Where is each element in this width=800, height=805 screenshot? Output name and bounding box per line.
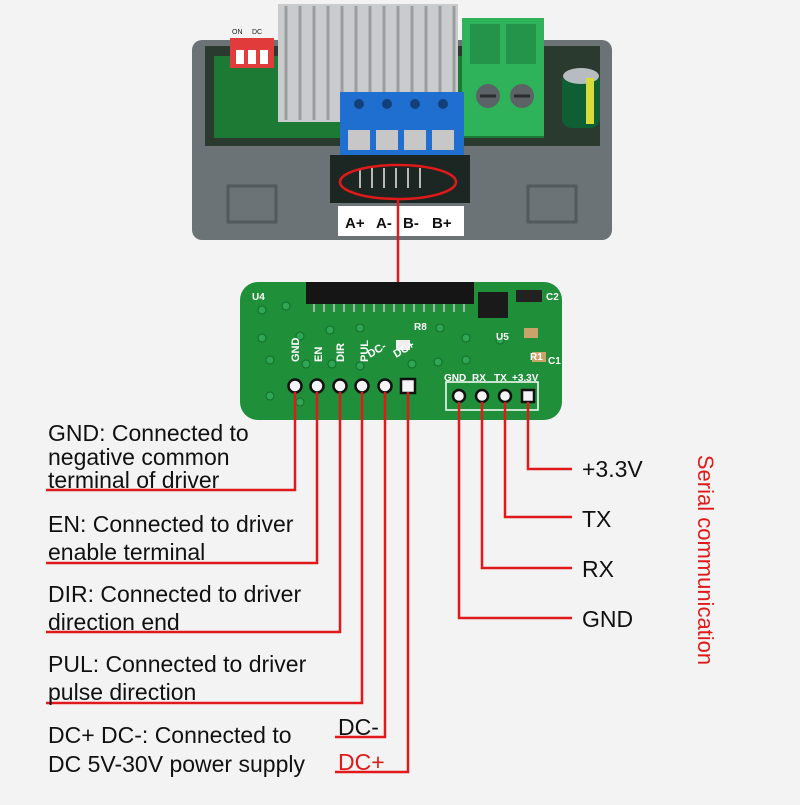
leader-dir [46, 392, 342, 634]
ic-chip [306, 282, 474, 304]
visible-pins [359, 168, 421, 188]
dip-label-on: ON [232, 29, 243, 36]
annotation-dc-line2: DC 5V-30V power supply [48, 751, 305, 777]
serial-label-rx: RX [472, 373, 486, 384]
silk-r8: R8 [414, 322, 427, 333]
annotation-gnd-line1: GND: Connected to [48, 420, 249, 446]
annotation-pul-line2: pulse direction [48, 679, 197, 705]
dip-label-dc: DC [252, 29, 262, 36]
leader-rx [480, 402, 572, 570]
leader-3v3 [526, 402, 572, 471]
pin-label-dir: DIR [335, 343, 347, 362]
terminal-label-b-plus: B+ [432, 215, 452, 232]
annotation-en-line1: EN: Connected to driver [48, 511, 294, 537]
annotation-dir-line2: direction end [48, 609, 180, 635]
annotation-gnd-line3: terminal of driver [48, 467, 220, 493]
silk-r1: R1 [530, 352, 543, 363]
annotation-pul-line1: PUL: Connected to driver [48, 651, 307, 677]
smd-component [516, 290, 542, 302]
label-rx: RX [582, 556, 614, 582]
leader-lines [46, 392, 572, 774]
pcb-board: U4 R8 U5 R1 C1 C2 GND EN DIR PUL DC- DC+… [240, 282, 562, 420]
terminal-label-strip [338, 206, 464, 236]
serial-label-tx: TX [494, 373, 507, 384]
power-terminal-block [462, 18, 544, 136]
annotation-dir-line1: DIR: Connected to driver [48, 581, 302, 607]
serial-label-gnd: GND [444, 373, 466, 384]
serial-label-3v3: +3.3V [512, 373, 539, 384]
serial-header-4 [451, 388, 536, 404]
silk-u5: U5 [496, 332, 509, 343]
capacitor [562, 68, 600, 128]
smd-capacitor [532, 352, 546, 362]
label-dc-plus: DC+ [338, 749, 385, 775]
pin-header-6 [287, 377, 417, 395]
terminal-label-a-minus: A- [376, 215, 392, 232]
right-clip [526, 184, 578, 224]
controller-module: ON DC [192, 4, 612, 240]
heatsink [278, 4, 458, 122]
serial-communication-title: Serial communication [693, 454, 718, 666]
left-clip [226, 184, 278, 224]
silk-c2: C2 [546, 292, 559, 303]
leader-pul [46, 392, 364, 705]
pin-label-gnd: GND [290, 338, 302, 363]
label-dc-minus: DC- [338, 714, 379, 740]
motor-terminal-block [340, 92, 464, 156]
regulator-chip [478, 292, 508, 318]
terminal-label-a-plus: A+ [345, 215, 365, 232]
silk-u4: U4 [252, 292, 265, 303]
pin-label-en: EN [313, 347, 325, 362]
smd-diode [396, 340, 410, 350]
label-3v3: +3.3V [582, 456, 643, 482]
leader-serial-gnd [457, 402, 572, 620]
dip-switch [230, 38, 274, 68]
vias [257, 301, 505, 407]
label-tx: TX [582, 506, 612, 532]
silk-c1: C1 [548, 356, 561, 367]
label-serial-gnd: GND [582, 606, 634, 632]
smd-resistor [524, 328, 538, 338]
pin-window [330, 155, 470, 203]
leader-gnd [46, 392, 297, 492]
terminal-label-b-minus: B- [403, 215, 419, 232]
leader-dc-plus [335, 392, 410, 774]
annotation-gnd-line2: negative common [48, 444, 230, 470]
leader-dc-minus [335, 392, 387, 739]
leader-tx [503, 402, 572, 519]
serial-header-outline [445, 381, 539, 411]
annotation-dc-line1: DC+ DC-: Connected to [48, 722, 292, 748]
leader-en [46, 392, 319, 565]
pin-label-pul: PUL [359, 340, 371, 362]
annotation-en-line2: enable terminal [48, 539, 206, 565]
